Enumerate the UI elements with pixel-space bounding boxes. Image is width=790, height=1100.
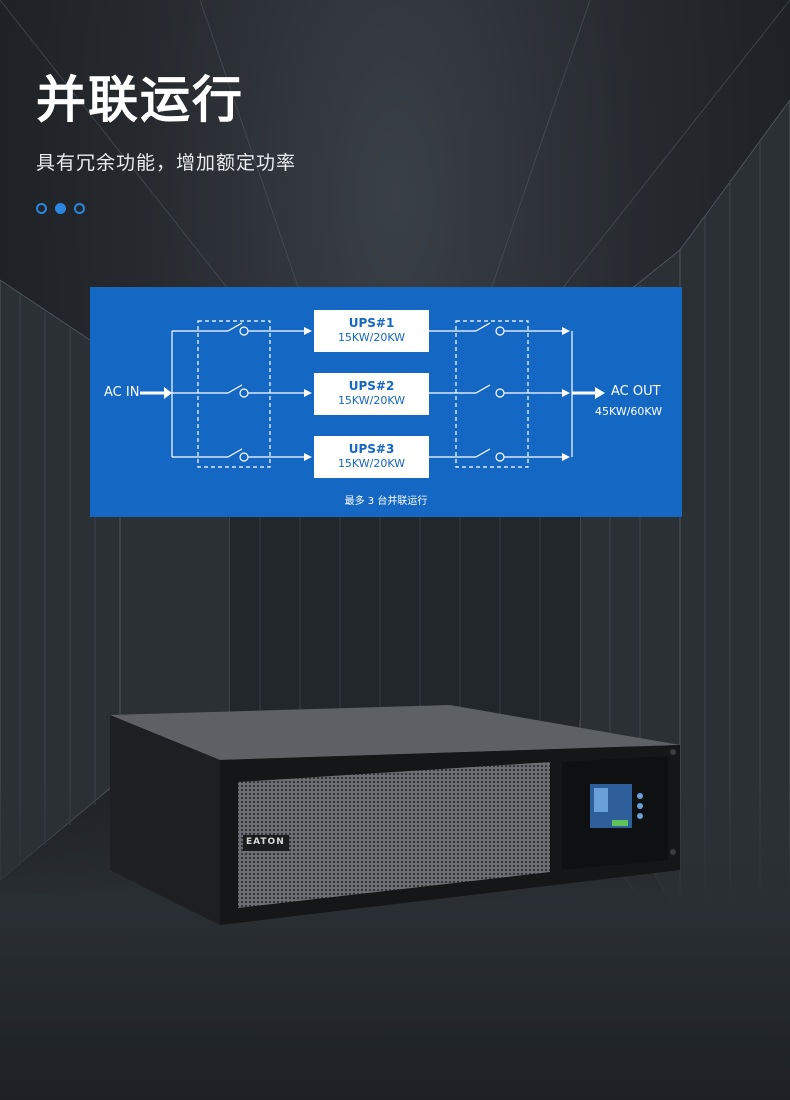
page-title: 并联运行: [36, 71, 244, 129]
ups-device-image: EATON: [100, 700, 690, 944]
pagination-dots: [36, 203, 85, 214]
ac-out-capacity: 45KW/60KW: [595, 405, 663, 418]
brand-logo: EATON: [246, 837, 285, 847]
pagination-dot-2[interactable]: [55, 203, 66, 214]
diagram-caption: 最多 3 台并联运行: [344, 496, 428, 507]
ups-device-illustration: [110, 705, 680, 925]
ups-name: UPS#2: [348, 379, 395, 393]
pagination-dot-1[interactable]: [36, 203, 47, 214]
ups-name: UPS#1: [348, 316, 395, 330]
ups-capacity: 15KW/20KW: [337, 394, 406, 407]
diagram-wiring: [140, 320, 605, 468]
ups-box-1: UPS#1 15KW/20KW: [314, 310, 429, 352]
pagination-dot-3[interactable]: [74, 203, 85, 214]
page-subtitle: 具有冗余功能，增加额定功率: [36, 152, 297, 174]
ac-out-label: AC OUT: [611, 384, 661, 399]
parallel-operation-diagram: AC IN AC OUT 45KW/60KW UPS#1 15KW/20KW U…: [90, 287, 682, 517]
ups-capacity: 15KW/20KW: [337, 331, 406, 344]
ups-name: UPS#3: [348, 442, 395, 456]
ups-box-2: UPS#2 15KW/20KW: [314, 373, 429, 415]
ac-in-label: AC IN: [104, 385, 140, 400]
ups-box-3: UPS#3 15KW/20KW: [314, 436, 429, 478]
ups-capacity: 15KW/20KW: [337, 457, 406, 470]
